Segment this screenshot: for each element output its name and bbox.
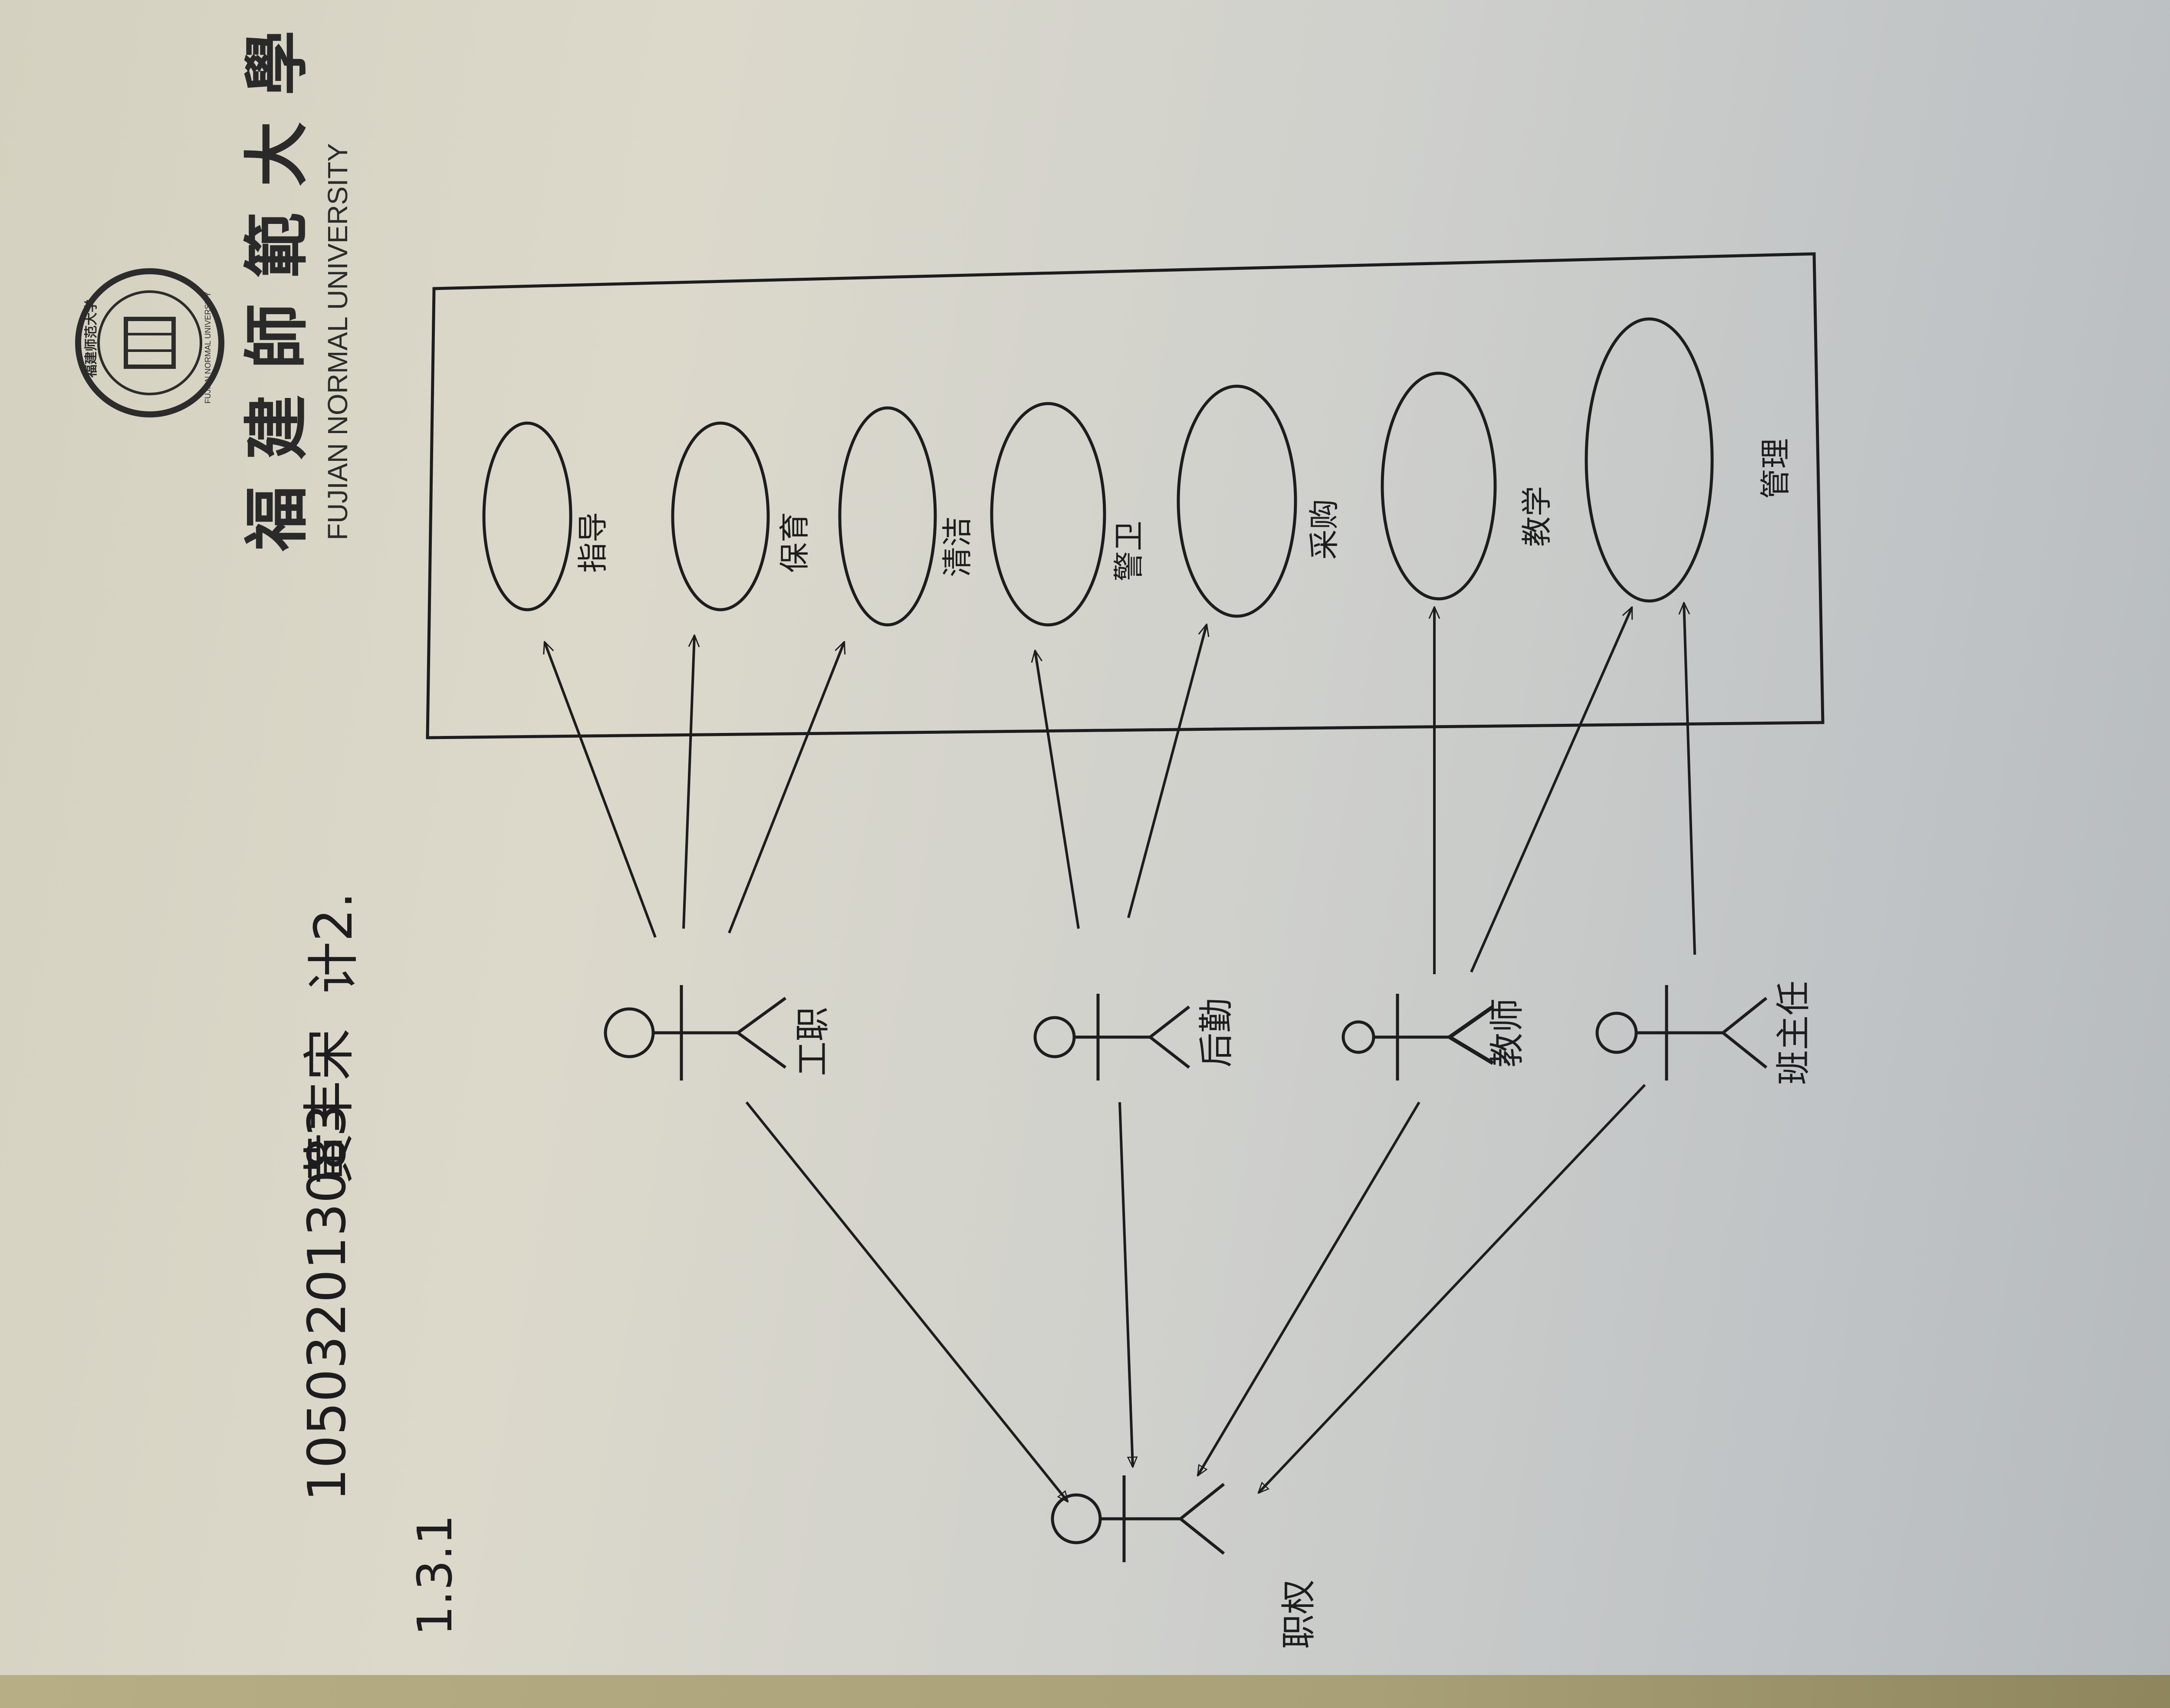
- assoc-worker-uc3: [728, 642, 844, 934]
- student-id: 105032013083: [297, 1104, 358, 1501]
- use-case-label: 清洁: [940, 516, 975, 577]
- university-name-cn: 福建師範大學: [239, 4, 315, 552]
- assoc-leader-uc7: [1684, 603, 1696, 955]
- seal-text-bottom: FUJIAN NORMAL UNIVERSITY: [204, 292, 212, 404]
- use-case-label: 警卫: [1111, 521, 1147, 581]
- use-case-label: 采购: [1306, 499, 1342, 560]
- use-case-label: 指导: [575, 512, 611, 573]
- use-case-uc2: 保育: [671, 421, 812, 611]
- associations: [545, 603, 1696, 974]
- student-name: 黄丰宋: [299, 1028, 360, 1185]
- actor-label-worker: 工职: [792, 1007, 833, 1076]
- actor-teacher: [1341, 994, 1494, 1081]
- gen-leader: [1259, 1084, 1646, 1493]
- university-seal: 福建师范大学 FUJIAN NORMAL UNIVERSITY: [75, 268, 224, 417]
- section-number: 1.3.1: [407, 1514, 463, 1636]
- gen-teacher: [1197, 1101, 1420, 1475]
- use-case-uc7: 管理: [1585, 317, 1793, 603]
- assoc-worker-uc1: [545, 642, 657, 938]
- generalizations: [745, 1084, 1646, 1501]
- use-case-uc5: 采购: [1177, 384, 1342, 618]
- actor-worker: [604, 985, 787, 1081]
- actor-class-leader: [1595, 985, 1768, 1081]
- use-case-label: 管理: [1758, 438, 1793, 499]
- actor-label-admin: 后勤: [1196, 998, 1236, 1068]
- use-case-uc6: 教学: [1381, 371, 1555, 601]
- actor-label-teacher: 教师: [1487, 998, 1527, 1068]
- assoc-worker-uc2: [682, 636, 694, 929]
- actor-label-class-leader: 班主任: [1773, 981, 1814, 1085]
- use-case-label: 保育: [777, 512, 812, 573]
- assoc-teacher-uc7: [1470, 608, 1633, 973]
- actor-label-generic: 职权: [1279, 1580, 1319, 1649]
- assoc-admin-uc4: [1035, 651, 1080, 929]
- gen-worker: [745, 1101, 1068, 1501]
- university-name-en: FUJIAN NORMAL UNIVERSITY: [322, 143, 353, 540]
- use-case-uc4: 警卫: [990, 402, 1147, 627]
- assoc-admin-uc5: [1127, 625, 1207, 918]
- gen-admin: [1118, 1102, 1133, 1467]
- system-boundary: [426, 252, 1825, 739]
- class-label: 计2.: [304, 892, 364, 994]
- actor-generic: [1051, 1475, 1225, 1562]
- use-case-uc3: 清洁: [838, 406, 975, 627]
- desk-edge: [0, 1675, 2170, 1708]
- actor-admin: [1033, 994, 1190, 1081]
- seal-text-top: 福建师范大学: [84, 299, 99, 378]
- use-case-label: 教学: [1519, 486, 1555, 547]
- use-case-uc1: 指导: [482, 421, 611, 611]
